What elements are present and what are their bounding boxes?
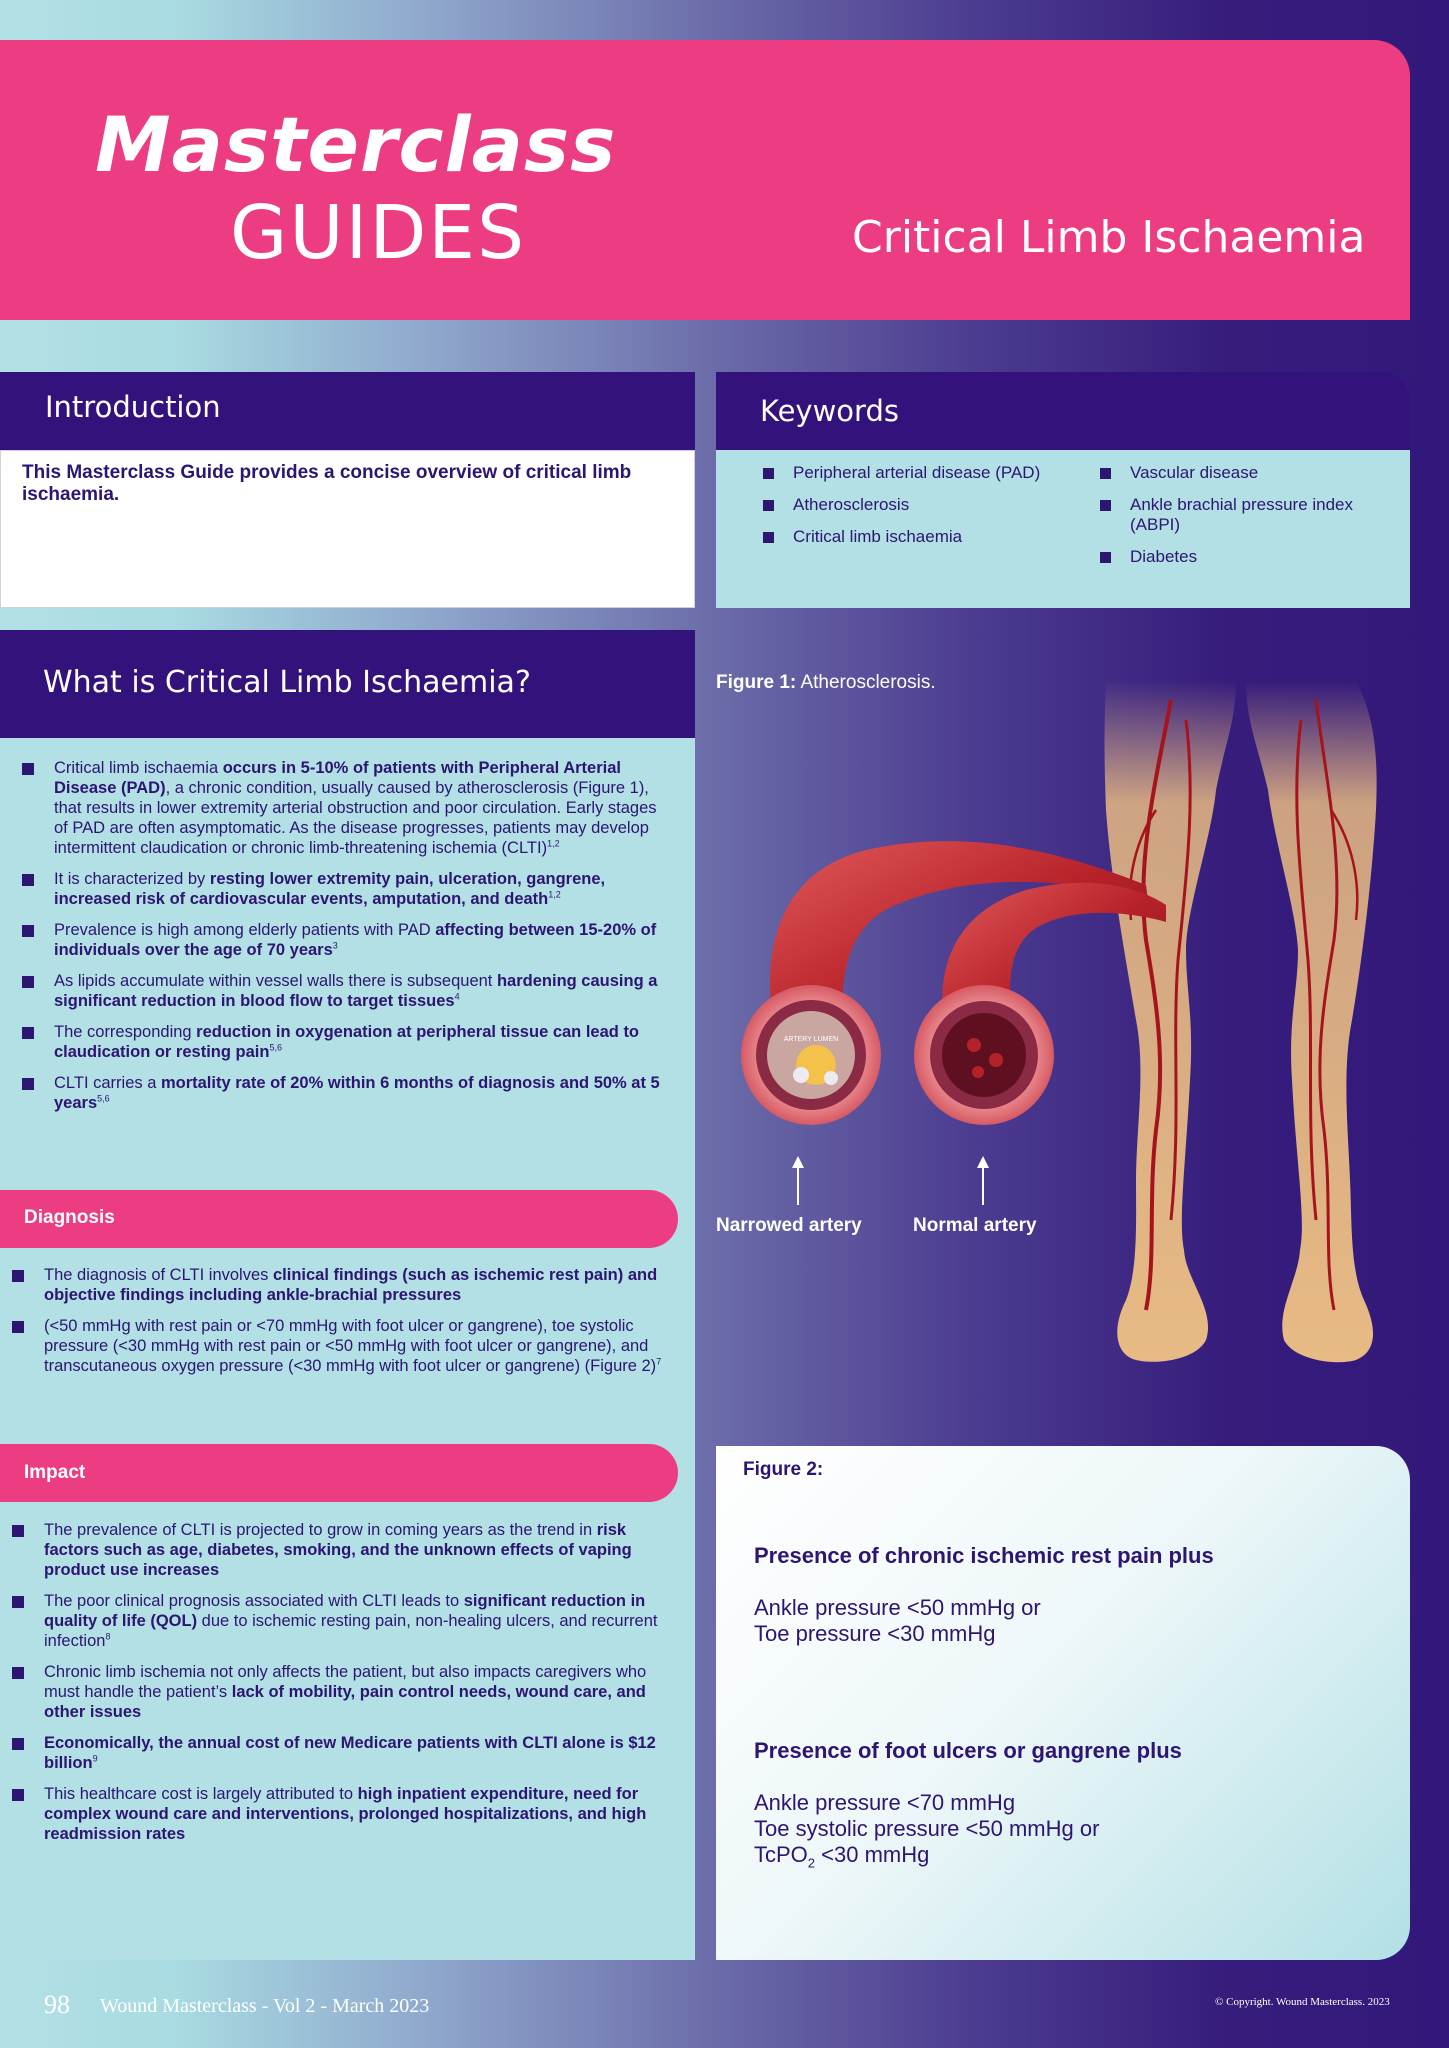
criteria-line: Ankle pressure <70 mmHg [754,1790,1016,1815]
diagnosis-list: The diagnosis of CLTI involves clinical … [12,1265,667,1387]
introduction-body [0,450,695,608]
keyword-item: Ankle brachial pressure index (ABPI) [1100,495,1390,535]
legs-illustration [1104,680,1377,1363]
atherosclerosis-illustration: ARTERY LUMEN [741,680,1377,1363]
list-item: Prevalence is high among elderly patient… [22,920,674,960]
normal-artery-label: Normal artery [913,1215,1037,1236]
what-is-cli-header [0,630,695,738]
arrow-narrowed [792,1156,804,1205]
keyword-item: Atherosclerosis [763,495,1053,515]
list-item: (<50 mmHg with rest pain or <70 mmHg wit… [12,1316,667,1376]
keywords-list-right: Vascular disease Ankle brachial pressure… [1100,463,1390,579]
keyword-item: Vascular disease [1100,463,1390,483]
introduction-title: Introduction [45,390,221,424]
figure-2-panel [716,1446,1410,1960]
narrowed-artery-illustration: ARTERY LUMEN [741,841,1148,1125]
copyright: © Copyright. Wound Masterclass. 2023 [1215,1996,1390,2008]
what-is-cli-title: What is Critical Limb Ischaemia? [43,665,531,700]
list-item: This healthcare cost is largely attribut… [12,1784,667,1844]
left-column-body [0,738,695,1960]
keywords-list-left: Peripheral arterial disease (PAD) Athero… [763,463,1053,559]
criteria-line: Ankle pressure <50 mmHg or [754,1595,1041,1620]
brand-guides: GUIDES [230,190,527,276]
criteria-line: Toe systolic pressure <50 mmHg or [754,1816,1100,1841]
list-item: It is characterized by resting lower ext… [22,869,674,909]
criteria-ulcer-heading: Presence of foot ulcers or gangrene plus [754,1738,1182,1763]
keyword-item: Diabetes [1100,547,1390,567]
criteria-line: Toe pressure <30 mmHg [754,1621,996,1646]
introduction-text: This Masterclass Guide provides a concis… [22,462,632,505]
page-number: 98 [44,1990,70,2019]
header-banner [0,40,1410,320]
list-item: As lipids accumulate within vessel walls… [22,971,674,1011]
artery-lumen-label: ARTERY LUMEN [784,1036,838,1043]
what-is-cli-list: Critical limb ischaemia occurs in 5-10% … [22,758,674,1124]
criteria-line: TcPO2 <30 mmHg [754,1842,930,1871]
keywords-header [716,372,1410,450]
brand-masterclass: Masterclass [95,100,617,189]
diagnosis-title: Diagnosis [24,1207,115,1228]
list-item: Critical limb ischaemia occurs in 5-10% … [22,758,674,858]
diagnosis-header [0,1190,678,1248]
publication-info: Wound Masterclass - Vol 2 - March 2023 [100,1995,430,2017]
normal-artery-illustration [914,882,1166,1125]
narrowed-artery-label: Narrowed artery [716,1215,862,1236]
impact-title: Impact [24,1462,86,1483]
list-item: The diagnosis of CLTI involves clinical … [12,1265,667,1305]
keyword-item: Critical limb ischaemia [763,527,1053,547]
list-item: Economically, the annual cost of new Med… [12,1733,667,1773]
impact-list: The prevalence of CLTI is projected to g… [12,1520,667,1855]
list-item: The prevalence of CLTI is projected to g… [12,1520,667,1580]
keyword-item: Peripheral arterial disease (PAD) [763,463,1053,483]
figure-2-caption: Figure 2: [743,1459,824,1480]
list-item: The poor clinical prognosis associated w… [12,1591,667,1651]
criteria-rest-pain-heading: Presence of chronic ischemic rest pain p… [754,1543,1214,1568]
list-item: Chronic limb ischemia not only affects t… [12,1662,667,1722]
list-item: CLTI carries a mortality rate of 20% wit… [22,1073,674,1113]
impact-header [0,1444,678,1502]
keywords-title: Keywords [760,394,899,428]
figure-1-caption: Figure 1: Atherosclerosis. [716,672,936,693]
page-title: Critical Limb Ischaemia [852,212,1366,263]
list-item: The corresponding reduction in oxygenati… [22,1022,674,1062]
introduction-header [0,372,695,450]
arrow-normal [977,1156,989,1205]
keywords-body [716,450,1410,608]
